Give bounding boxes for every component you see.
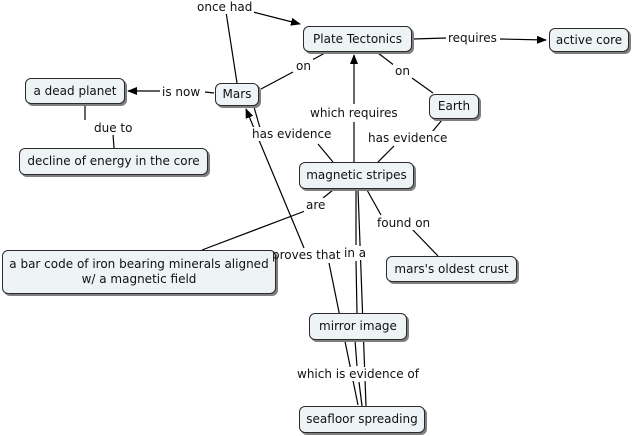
link-ina-mirror (355, 260, 358, 314)
concept-mirror-image[interactable]: mirror image (309, 313, 407, 340)
link-plate-requires (412, 37, 447, 40)
phrase-proves-that[interactable]: proves that (272, 248, 341, 262)
link-requires-core (499, 35, 547, 44)
link-stripes-hasevidence-mars (317, 143, 334, 163)
link-are-barcode (201, 210, 306, 251)
concept-earth[interactable]: Earth (429, 94, 479, 119)
concept-mars[interactable]: Mars (215, 83, 259, 106)
phrase-has-evidence-mars[interactable]: has evidence (250, 127, 334, 141)
link-stripes-are (322, 189, 334, 199)
link-oncehad-plate (252, 11, 301, 26)
concept-active-core[interactable]: active core (549, 28, 629, 52)
link-foundon-crust (411, 228, 439, 257)
phrase-are[interactable]: are (304, 198, 328, 212)
link-hasevidence-earth (431, 119, 443, 133)
link-stripes-hasevidence-earth (377, 145, 395, 163)
concept-plate-tectonics[interactable]: Plate Tectonics (303, 26, 412, 52)
phrase-due-to[interactable]: due to (92, 121, 135, 135)
phrase-has-evidence-earth[interactable]: has evidence (366, 131, 450, 145)
phrase-is-now[interactable]: is now (160, 85, 203, 99)
link-mars-oncehad (225, 11, 238, 84)
link-plate-on-mars (311, 52, 326, 61)
link-stripes-foundon (366, 189, 382, 216)
concept-dead-planet[interactable]: a dead planet (25, 78, 125, 104)
link-on-earth (411, 77, 434, 94)
link-hasevidence-mars (253, 106, 261, 129)
phrase-found-on[interactable]: found on (375, 216, 433, 230)
concept-decline-of-energy[interactable]: decline of energy in the core (19, 148, 208, 175)
phrase-requires[interactable]: requires (446, 31, 499, 45)
link-plate-on-earth (377, 52, 396, 67)
phrase-once-had[interactable]: once had (195, 0, 255, 14)
concept-oldest-crust[interactable]: mars's oldest crust (386, 256, 517, 282)
phrase-which-requires[interactable]: which requires (308, 106, 400, 120)
link-mars-isnow (204, 91, 215, 94)
concept-seafloor-spreading[interactable]: seafloor spreading (299, 406, 425, 433)
phrase-which-is-evidence-of[interactable]: which is evidence of (295, 367, 421, 381)
phrase-on-earth[interactable]: on (393, 64, 412, 78)
concept-bar-code[interactable]: a bar code of iron bearing minerals alig… (2, 250, 276, 294)
phrase-in-a[interactable]: in a (342, 246, 369, 260)
link-dueto-decline (112, 133, 115, 149)
link-on-mars (260, 71, 294, 90)
link-evidence-seafloor (358, 381, 363, 407)
link-mirror-evidence (354, 339, 358, 367)
phrase-on-mars[interactable]: on (294, 59, 313, 73)
concept-magnetic-stripes[interactable]: magnetic stripes (299, 162, 414, 189)
